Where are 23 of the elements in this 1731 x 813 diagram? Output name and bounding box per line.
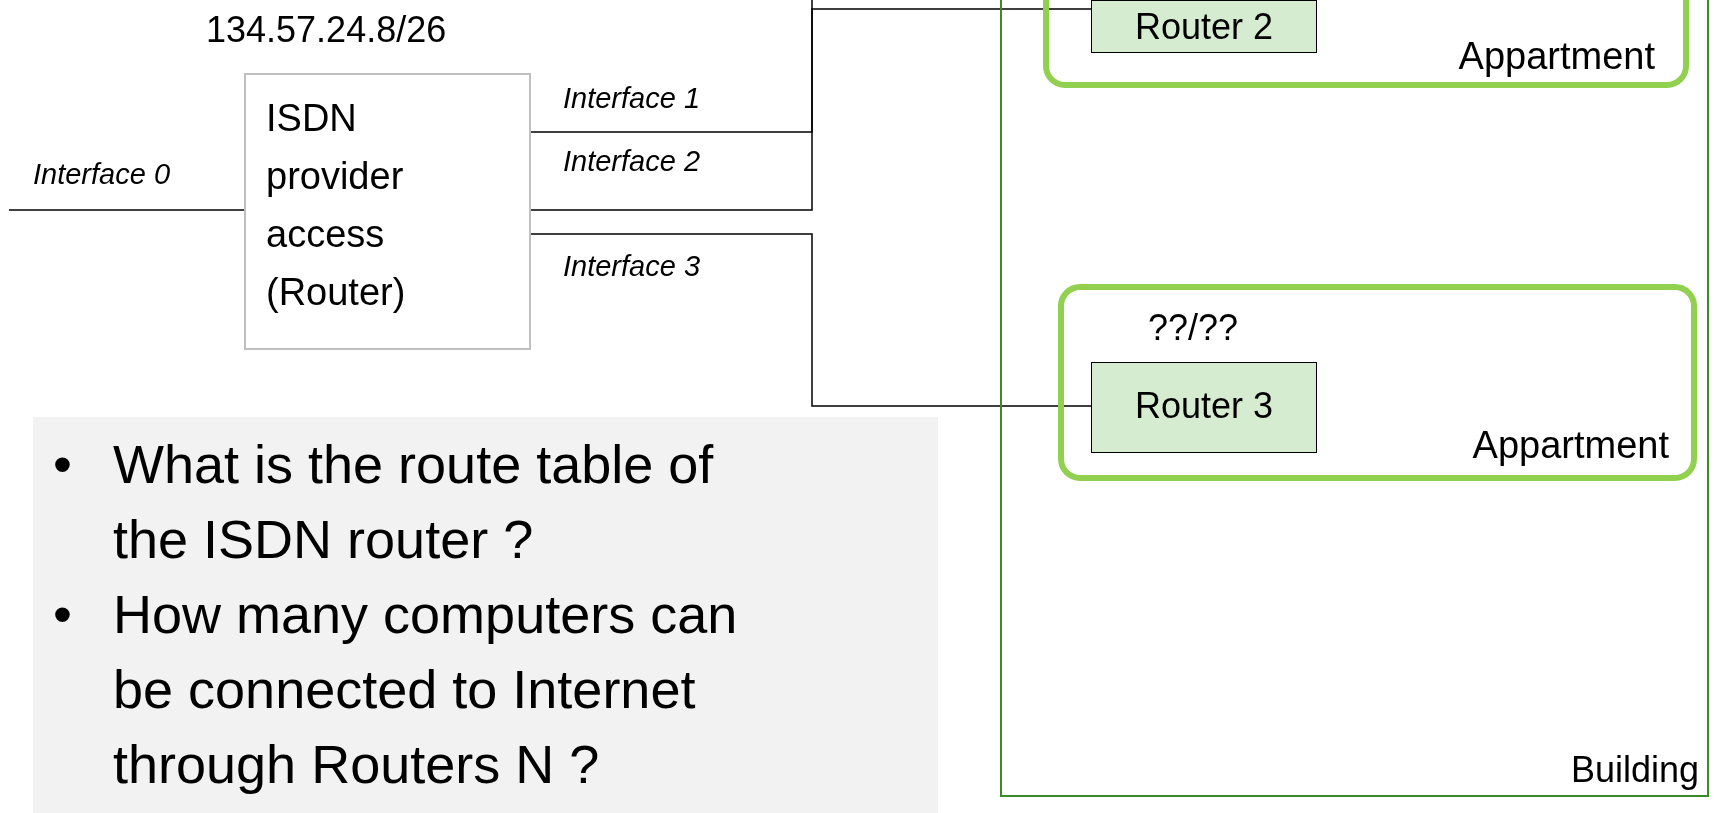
- apartment-frame: [1058, 284, 1697, 481]
- bullet: •: [53, 583, 72, 646]
- apartment-label: Appartment: [1458, 35, 1655, 78]
- router-label: Router 2: [1133, 6, 1275, 48]
- subnet-label: ??/??: [1148, 307, 1239, 349]
- connector-line: [530, 233, 1092, 407]
- interface-label: Interface 2: [563, 145, 701, 178]
- connector-line: [530, 8, 1092, 211]
- building-frame: [1000, 0, 1709, 797]
- router-label: ISDN provider access (Router): [266, 96, 407, 315]
- router-label: Router 3: [1133, 385, 1275, 427]
- apartment-label: Appartment: [1472, 424, 1669, 467]
- building-label: Building: [1570, 749, 1699, 791]
- question-text: What is the route table of the ISDN router ?: [113, 433, 715, 571]
- router-box: [1091, 0, 1317, 53]
- connector-line: [8, 209, 245, 211]
- interface-label: Interface 1: [563, 82, 701, 115]
- bullet: •: [53, 433, 72, 496]
- question-text: How many computers can be connected to Internet through Routers N ?: [113, 583, 739, 796]
- interface-label: Interface 0: [33, 158, 171, 191]
- interface-label: Interface 3: [563, 250, 701, 283]
- ip-address-label: 134.57.24.8/26: [206, 9, 447, 51]
- connector-line: [530, 0, 813, 133]
